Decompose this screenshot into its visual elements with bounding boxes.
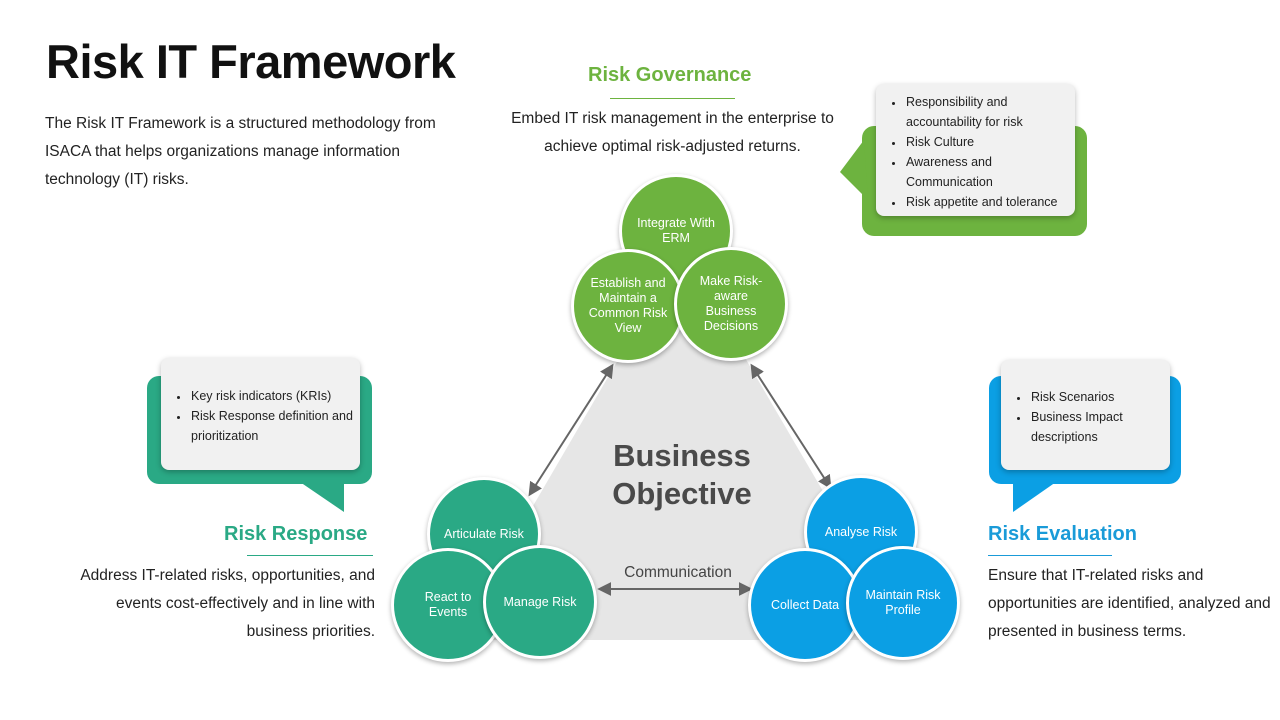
evaluation-description: Ensure that IT-related risks and opportu… bbox=[988, 567, 1271, 640]
evaluation-callout-tail bbox=[1013, 482, 1056, 512]
communication-label: Communication bbox=[624, 564, 732, 581]
response-bullet: Key risk indicators (KRIs) bbox=[189, 386, 360, 406]
evaluation-circle-collect: Collect Data bbox=[748, 548, 862, 662]
arrow-governance-response bbox=[528, 363, 614, 497]
response-description: Address IT-related risks, opportunities,… bbox=[80, 567, 375, 640]
intro-text: The Risk IT Framework is a structured me… bbox=[45, 115, 436, 188]
evaluation-circle-maintain: Maintain Risk Profile bbox=[846, 546, 960, 660]
governance-underline bbox=[610, 98, 735, 99]
response-bullet: Risk Response definition and prioritizat… bbox=[189, 406, 360, 446]
evaluation-bullet-card: Risk Scenarios Business Impact descripti… bbox=[1001, 360, 1170, 470]
page-title: Risk IT Framework bbox=[46, 35, 456, 88]
response-callout-tail bbox=[300, 482, 344, 512]
governance-bullet-card: Responsibility and accountability for ri… bbox=[876, 84, 1075, 216]
circle-label: Analyse Risk bbox=[824, 524, 898, 539]
evaluation-bullet: Risk Scenarios bbox=[1029, 387, 1170, 407]
governance-bullet: Responsibility and accountability for ri… bbox=[904, 92, 1075, 132]
response-bullet-card: Key risk indicators (KRIs) Risk Response… bbox=[161, 358, 360, 470]
evaluation-title: Risk Evaluation bbox=[988, 523, 1137, 545]
governance-description: Embed IT risk management in the enterpri… bbox=[511, 110, 834, 155]
governance-circle-decisions: Make Risk-aware Business Decisions bbox=[674, 247, 788, 361]
business-objective-label: Business Objective bbox=[582, 437, 782, 513]
governance-bullet: Risk Culture bbox=[904, 132, 1075, 152]
central-triangle bbox=[455, 250, 910, 640]
governance-bullet: Awareness and Communication bbox=[904, 152, 1075, 192]
governance-circle-common-view: Establish and Maintain a Common Risk Vie… bbox=[571, 249, 685, 363]
response-underline bbox=[247, 555, 373, 556]
evaluation-underline bbox=[988, 555, 1112, 556]
circle-label: Articulate Risk bbox=[444, 526, 524, 541]
response-circle-manage: Manage Risk bbox=[483, 545, 597, 659]
circle-label: Make Risk-aware Business Decisions bbox=[699, 274, 763, 333]
governance-callout-tail bbox=[840, 140, 868, 200]
circle-label: Integrate With ERM bbox=[637, 216, 715, 245]
arrow-governance-evaluation bbox=[750, 363, 832, 490]
response-title: Risk Response bbox=[224, 523, 368, 545]
circle-label: React to Events bbox=[424, 590, 472, 619]
circle-label: Collect Data bbox=[770, 597, 840, 612]
governance-title: Risk Governance bbox=[588, 64, 752, 86]
circle-label: Manage Risk bbox=[503, 594, 577, 609]
center-line-1: Business bbox=[613, 438, 751, 473]
governance-bullet: Risk appetite and tolerance bbox=[904, 192, 1075, 212]
center-line-2: Objective bbox=[612, 476, 752, 511]
circle-label: Establish and Maintain a Common Risk Vie… bbox=[588, 276, 668, 335]
circle-label: Maintain Risk Profile bbox=[865, 588, 941, 617]
evaluation-bullet: Business Impact descriptions bbox=[1029, 407, 1170, 447]
